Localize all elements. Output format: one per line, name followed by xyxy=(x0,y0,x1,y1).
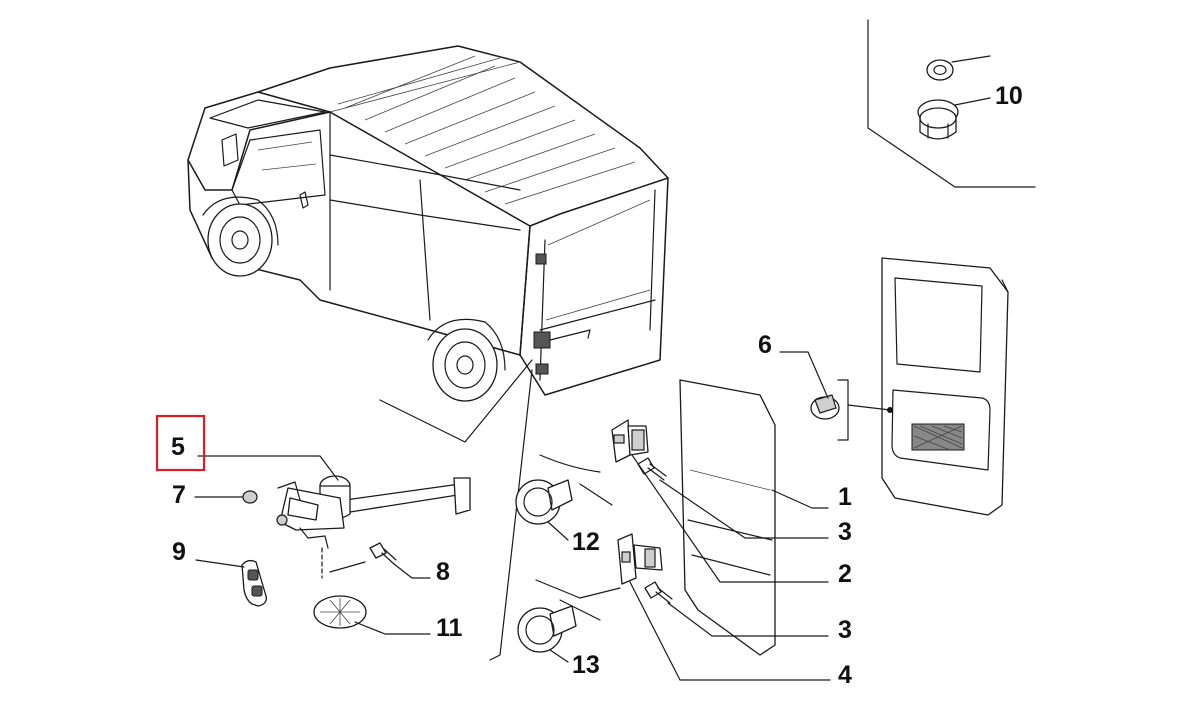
part-7-nut xyxy=(242,490,258,504)
inset-part-10 xyxy=(867,19,1036,188)
part-6-bumper xyxy=(779,351,891,441)
part-5-door-check-strap xyxy=(276,475,471,579)
part-8-bolt xyxy=(329,542,397,573)
callout-3-upper: 3 xyxy=(838,518,852,546)
callout-6: 6 xyxy=(758,331,772,359)
callout-5: 5 xyxy=(171,433,185,461)
callout-12: 12 xyxy=(572,528,600,556)
callout-9: 9 xyxy=(172,538,186,566)
callout-3-lower: 3 xyxy=(838,616,852,644)
part-13-stop xyxy=(517,579,621,653)
leader-van-down xyxy=(489,369,533,661)
callout-labels: 1 2 3 3 4 5 6 7 8 9 10 11 12 13 xyxy=(171,82,1023,689)
callout-8: 8 xyxy=(436,558,450,586)
callout-1: 1 xyxy=(838,483,852,511)
callout-7: 7 xyxy=(172,481,186,509)
part-12-stop xyxy=(515,454,613,525)
upper-hinge xyxy=(611,419,649,463)
callout-11: 11 xyxy=(436,614,463,642)
screw-3-lower xyxy=(644,581,673,604)
callout-2: 2 xyxy=(838,560,852,588)
callout-leaders xyxy=(194,454,831,681)
inner-door-panel xyxy=(679,379,776,656)
callout-13: 13 xyxy=(572,651,600,679)
highlight-box-part-5 xyxy=(155,414,206,472)
callout-10: 10 xyxy=(995,82,1023,110)
lower-hinge xyxy=(617,533,663,585)
part-11-grommet xyxy=(313,595,367,629)
van-illustration xyxy=(187,45,669,402)
rear-door-panel xyxy=(881,257,1009,516)
callout-4: 4 xyxy=(838,661,852,689)
leader-van-to-check-strap xyxy=(379,359,533,443)
part-9-cover xyxy=(241,559,267,607)
